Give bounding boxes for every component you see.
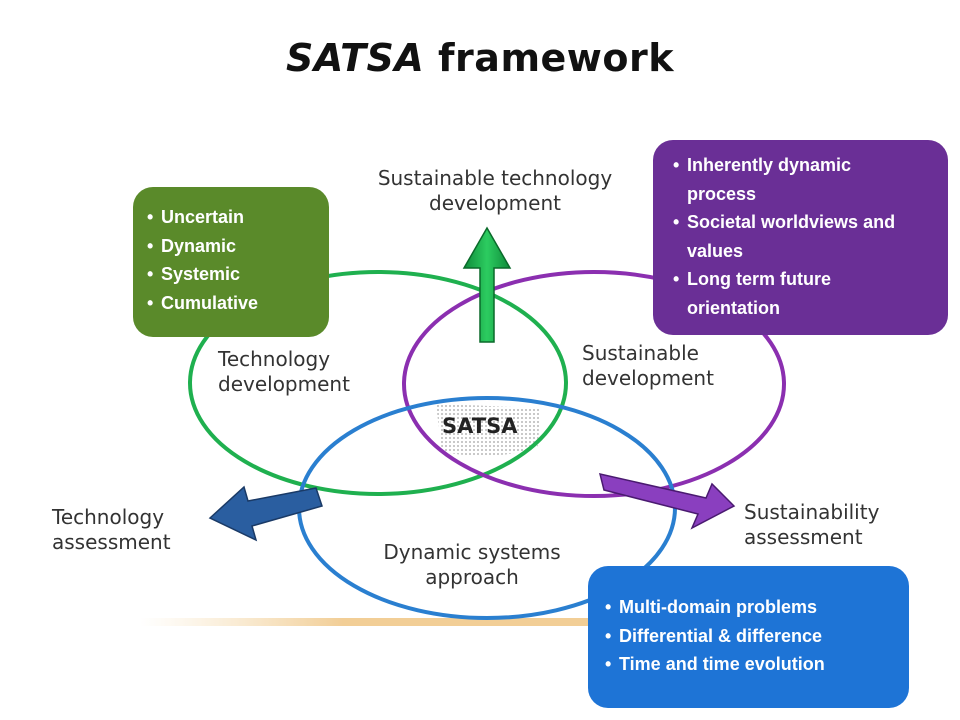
box-item: Long term future orientation	[673, 265, 877, 322]
box-item: Time and time evolution	[605, 650, 899, 679]
satsa-dotted-region	[436, 404, 540, 456]
box-item: Inherently dynamic process	[673, 151, 897, 208]
box-item: Societal worldviews and values	[673, 208, 937, 265]
bottom-shadow	[140, 618, 820, 626]
box-item: Multi-domain problems	[605, 593, 899, 622]
left-arrow	[208, 485, 323, 542]
blue-properties-box: Multi-domain problems Differential & dif…	[588, 566, 909, 708]
up-arrow	[462, 226, 512, 343]
box-item: Differential & difference	[605, 622, 899, 651]
box-item: Dynamic	[147, 232, 319, 261]
green-properties-box: Uncertain Dynamic Systemic Cumulative	[133, 187, 329, 337]
sustainable-development-circle	[402, 270, 786, 498]
box-item: Uncertain	[147, 203, 319, 232]
page-title: SATSA framework	[285, 36, 675, 80]
label-satsa: SATSA	[442, 414, 518, 438]
technology-development-circle	[188, 270, 568, 496]
box-item: Systemic	[147, 260, 319, 289]
right-arrow	[598, 472, 736, 530]
box-item: Cumulative	[147, 289, 319, 318]
purple-properties-box: Inherently dynamic process Societal worl…	[653, 140, 948, 335]
